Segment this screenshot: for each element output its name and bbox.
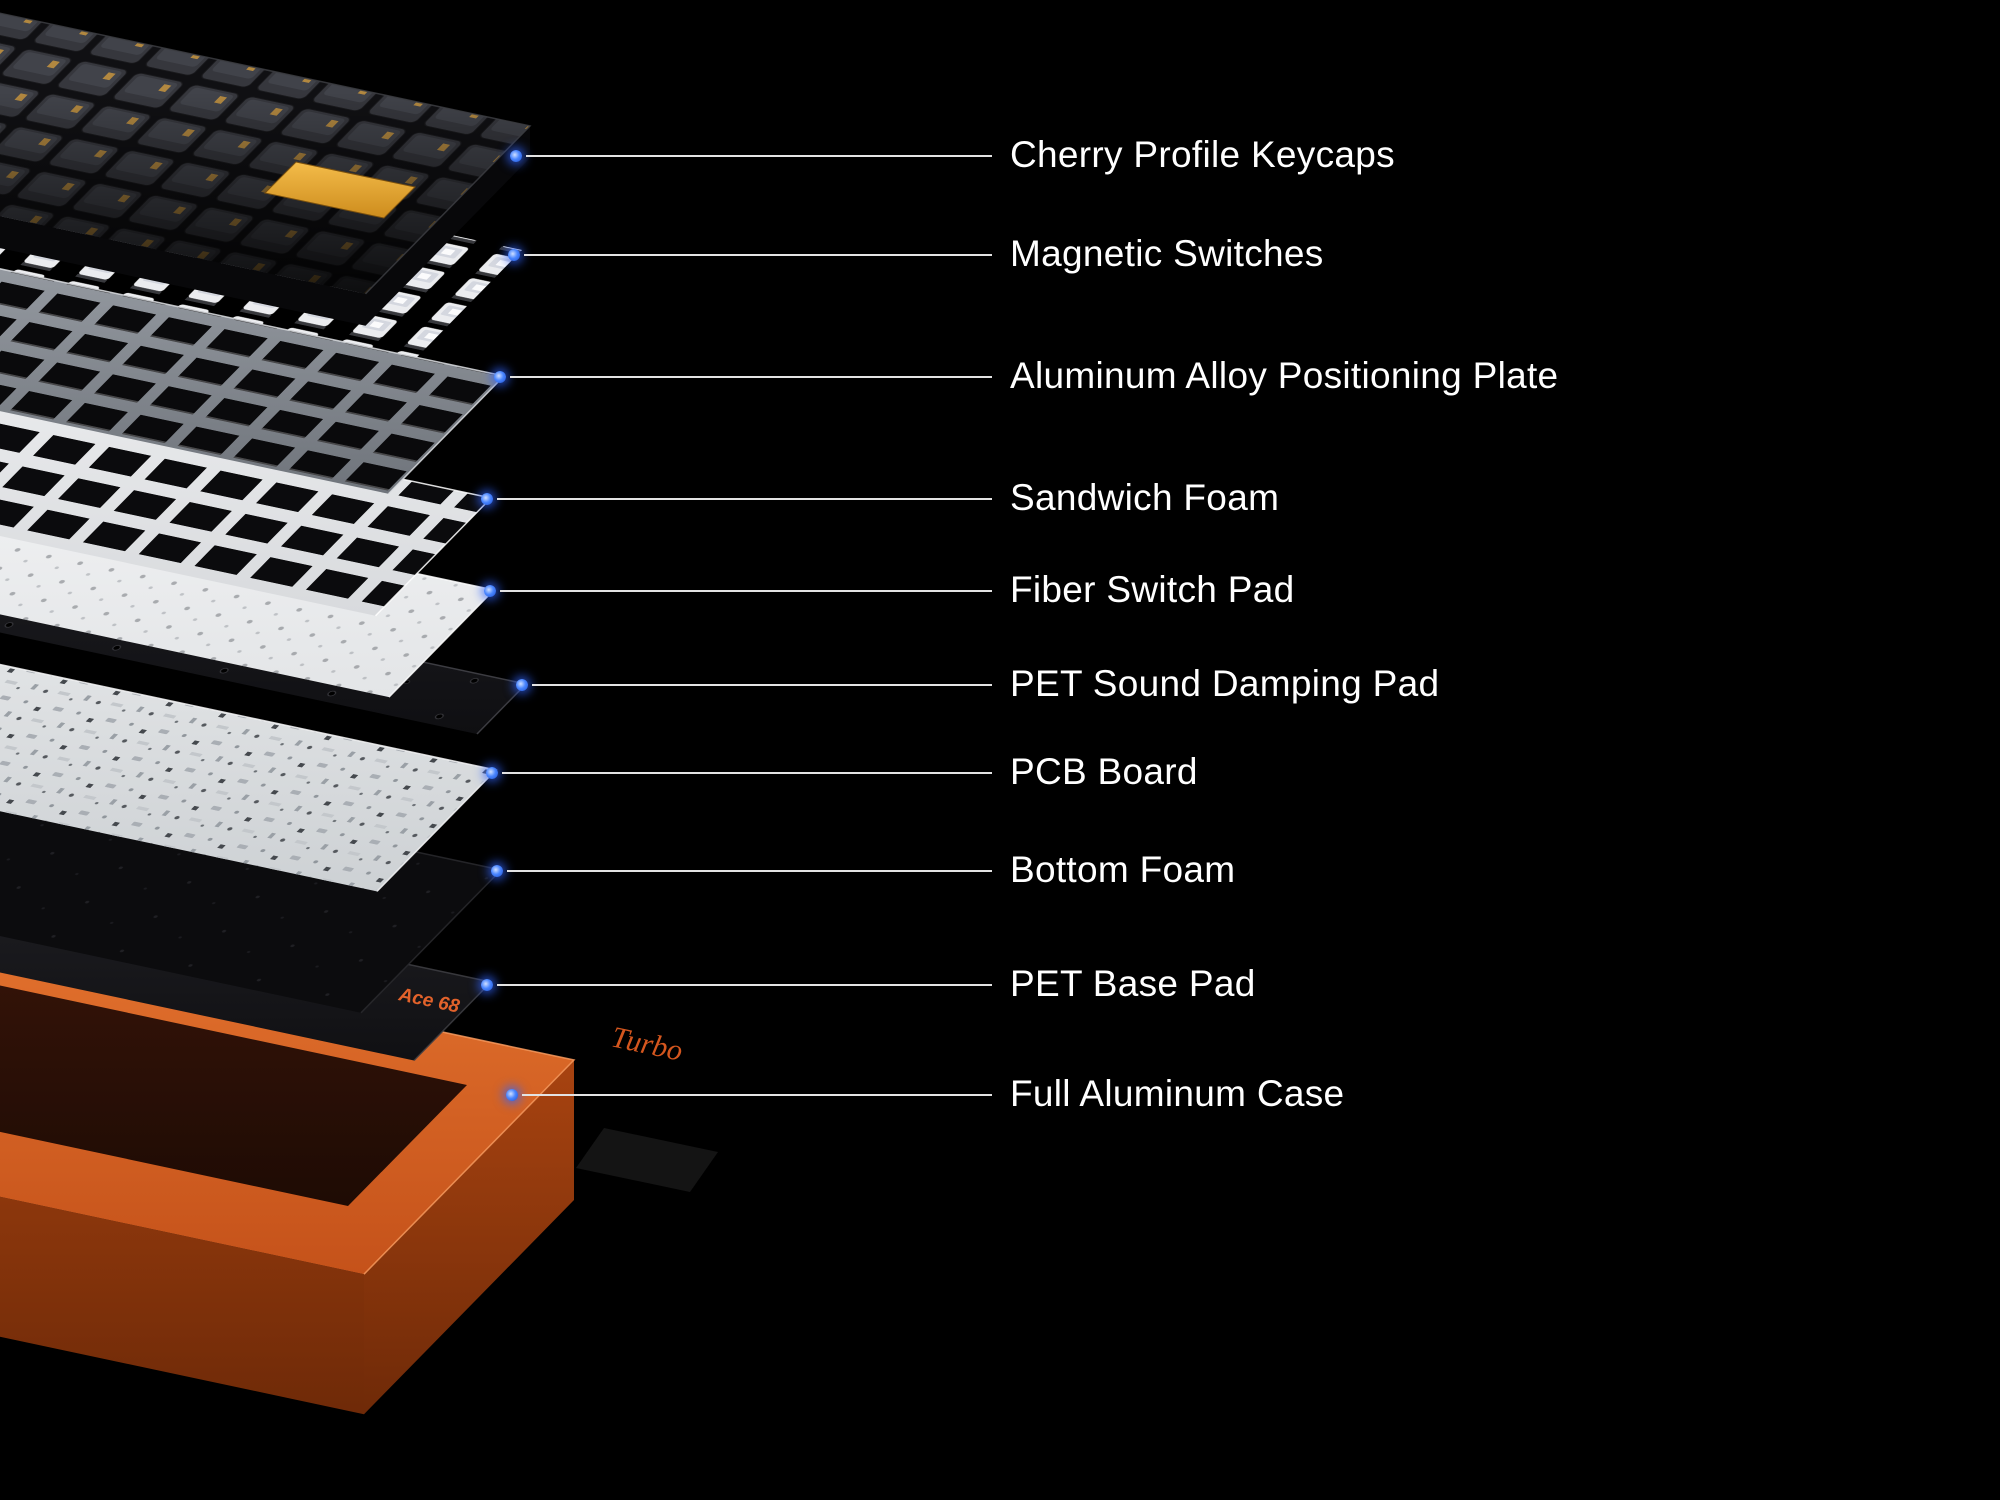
enter-keycap <box>263 161 417 219</box>
full-aluminum-case-front-face <box>0 1196 364 1415</box>
connector-dot-icon <box>508 249 520 261</box>
connector-line <box>507 870 992 872</box>
case-accessory-part <box>576 1128 718 1192</box>
layer-label: PCB Board <box>1010 751 1198 793</box>
connector-dot-icon <box>481 979 493 991</box>
connector-dot-icon <box>486 767 498 779</box>
connector-dot-icon <box>510 150 522 162</box>
aluminum-positioning-plate-texture <box>0 268 504 494</box>
full-aluminum-case-edge-highlight <box>0 937 576 1275</box>
connector-line <box>524 254 992 256</box>
full-aluminum-case-side-face <box>364 1060 574 1415</box>
layer-label: PET Sound Damping Pad <box>1010 663 1440 705</box>
connector-line <box>502 772 992 774</box>
connector-line <box>522 1094 992 1096</box>
connector-line <box>497 984 992 986</box>
cherry-profile-keycaps-shading <box>0 13 530 294</box>
cherry-profile-keycaps-edge-highlight <box>0 12 532 295</box>
connector-dot-icon <box>484 585 496 597</box>
layer-label: Bottom Foam <box>1010 849 1236 891</box>
layer-label: Fiber Switch Pad <box>1010 569 1295 611</box>
layer-label: Cherry Profile Keycaps <box>1010 134 1395 176</box>
layer-label: PET Base Pad <box>1010 963 1256 1005</box>
layer-label: Magnetic Switches <box>1010 233 1324 275</box>
connector-dot-icon <box>516 679 528 691</box>
cherry-profile-keycaps-side-face <box>365 126 530 326</box>
connector-dot-icon <box>481 493 493 505</box>
cherry-profile-keycaps-front-face <box>0 216 366 326</box>
connector-line <box>500 590 992 592</box>
sandwich-foam-texture <box>0 393 491 616</box>
layer-label: Aluminum Alloy Positioning Plate <box>1010 355 1559 397</box>
connector-dot-icon <box>491 865 503 877</box>
connector-line <box>526 155 992 157</box>
cherry-profile-keycaps-layer <box>0 12 532 326</box>
layer-label: Sandwich Foam <box>1010 477 1280 519</box>
connector-dot-icon <box>494 371 506 383</box>
full-aluminum-case-layer <box>0 937 718 1415</box>
connector-line <box>510 376 992 378</box>
connector-dot-icon <box>506 1089 518 1101</box>
aluminum-positioning-plate-layer <box>0 268 506 495</box>
pcb-board-texture <box>0 664 496 892</box>
layer-label: Full Aluminum Case <box>1010 1073 1345 1115</box>
connector-line <box>497 498 992 500</box>
case-cavity <box>0 985 467 1206</box>
connector-line <box>532 684 992 686</box>
